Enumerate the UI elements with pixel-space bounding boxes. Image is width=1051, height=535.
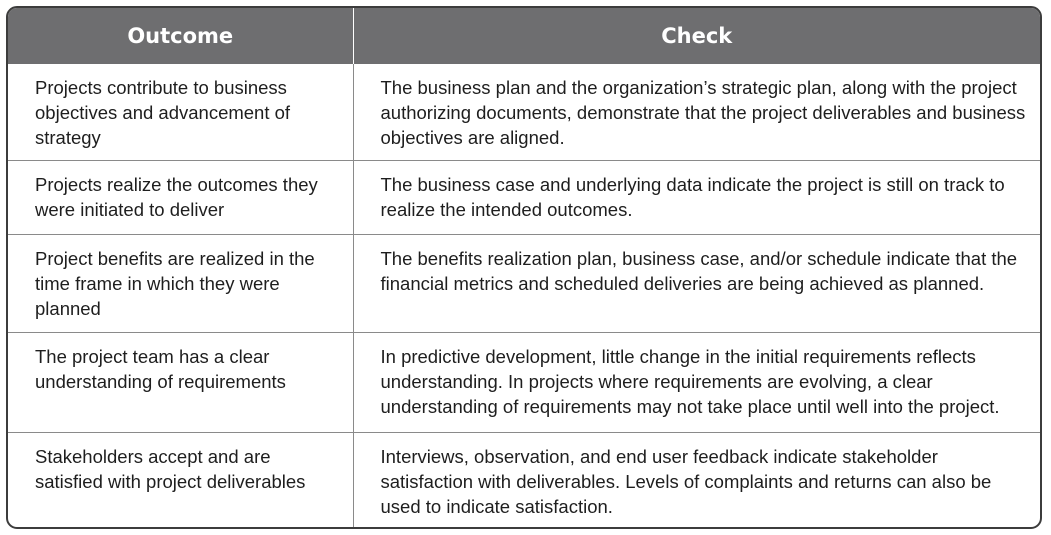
check-cell: The business case and underlying data in… bbox=[352, 159, 1040, 234]
table-row: The project team has a clear understandi… bbox=[8, 331, 1040, 432]
table-row: Stakeholders accept and are satisfied wi… bbox=[8, 431, 1040, 527]
table-row: Projects contribute to business objectiv… bbox=[8, 64, 1040, 160]
outcome-cell: Project benefits are realized in the tim… bbox=[8, 233, 353, 332]
outcome-check-table: Outcome Check Projects contribute to bus… bbox=[6, 6, 1042, 529]
table-row: Projects realize the outcomes they were … bbox=[8, 159, 1040, 234]
outcome-cell: Stakeholders accept and are satisfied wi… bbox=[8, 431, 353, 527]
column-header-outcome: Outcome bbox=[8, 8, 353, 64]
check-cell: In predictive development, little change… bbox=[352, 331, 1040, 432]
column-header-check: Check bbox=[352, 8, 1040, 64]
outcome-cell: Projects realize the outcomes they were … bbox=[8, 159, 353, 234]
table-header-row: Outcome Check bbox=[8, 8, 1040, 64]
outcome-cell: The project team has a clear understandi… bbox=[8, 331, 353, 432]
outcome-cell: Projects contribute to business objectiv… bbox=[35, 77, 291, 148]
check-cell: The business plan and the organization’s… bbox=[352, 64, 1040, 160]
check-cell: Interviews, observation, and end user fe… bbox=[352, 431, 1040, 527]
table-row: Project benefits are realized in the tim… bbox=[8, 233, 1040, 332]
check-cell: The benefits realization plan, business … bbox=[352, 233, 1040, 332]
table-grid: Outcome Check Projects contribute to bus… bbox=[8, 8, 1040, 527]
